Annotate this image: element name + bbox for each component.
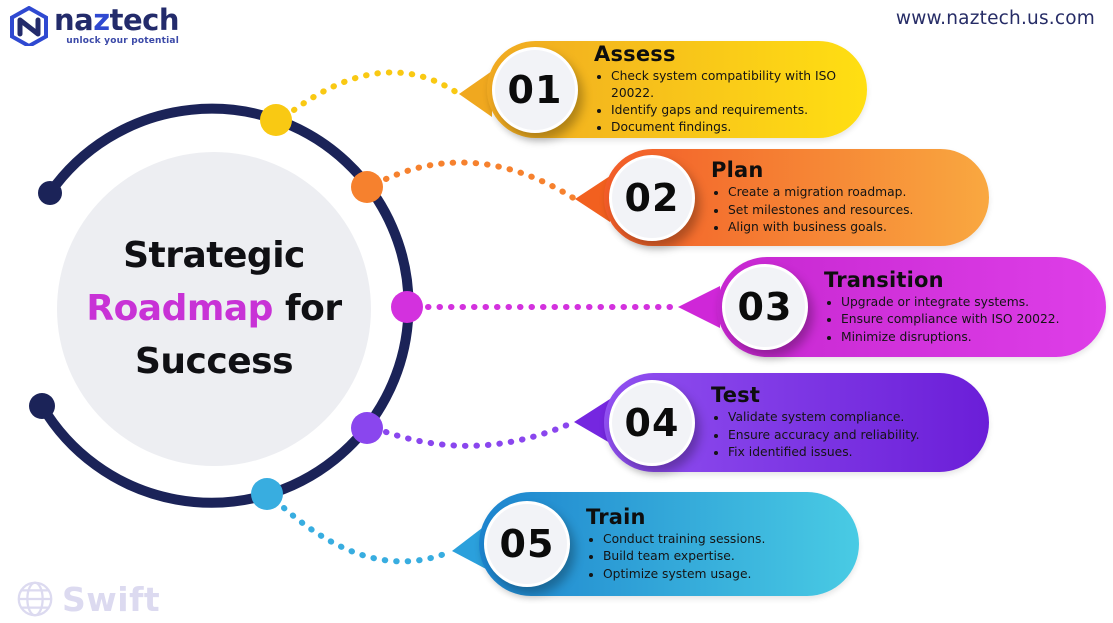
step-number-badge: 03 xyxy=(722,264,808,350)
title-highlight: Roadmap xyxy=(86,287,273,329)
step-bullet-list: Upgrade or integrate systems. Ensure com… xyxy=(824,294,1060,345)
step-1-node-dot xyxy=(260,104,292,136)
brand-name: naztech xyxy=(54,3,179,37)
title-line-2: Roadmap for xyxy=(86,287,342,329)
center-circle xyxy=(57,152,371,466)
step-card-test: 04 Test Validate system compliance. Ensu… xyxy=(604,373,989,472)
step-3-node-dot xyxy=(391,291,423,323)
title-line-1: Strategic xyxy=(123,235,305,276)
step-bullet-list: Create a migration roadmap. Set mileston… xyxy=(711,184,913,235)
step-bullet-list: Validate system compliance. Ensure accur… xyxy=(711,409,919,460)
page-title: Strategic Roadmap for Success xyxy=(44,230,384,389)
title-line-3: Success xyxy=(134,340,294,382)
brand-logo: naztech unlock your potential xyxy=(8,6,179,46)
step-4-node-dot xyxy=(351,412,383,444)
brand-tagline: unlock your potential xyxy=(66,36,179,46)
arc-end-dot-top xyxy=(38,181,62,205)
step-bullet: Minimize disruptions. xyxy=(841,329,1060,345)
step-card-assess: 01 Assess Check system compatibility wit… xyxy=(487,41,867,138)
connector-1-dotted-line xyxy=(291,69,462,113)
step-number: 03 xyxy=(737,285,793,329)
step-number-badge: 02 xyxy=(609,154,695,241)
website-url: www.naztech.us.com xyxy=(895,8,1095,29)
step-bullet: Fix identified issues. xyxy=(728,444,919,460)
step-bullet: Check system compatibility with ISO 2002… xyxy=(611,68,857,101)
step-bullet: Build team expertise. xyxy=(603,548,765,564)
connector-5-arrow-tail xyxy=(452,525,486,569)
step-bullet-list: Conduct training sessions. Build team ex… xyxy=(586,531,765,582)
connector-5-dotted-line xyxy=(281,505,455,565)
step-number-badge: 05 xyxy=(484,501,570,587)
watermark-label: Swift xyxy=(62,579,161,619)
step-number: 01 xyxy=(507,67,563,112)
step-bullet: Identify gaps and requirements. xyxy=(611,102,857,118)
step-bullet: Validate system compliance. xyxy=(728,409,919,425)
step-title: Assess xyxy=(594,42,676,67)
step-bullet: Optimize system usage. xyxy=(603,566,765,582)
connector-3-arrow-tail xyxy=(678,286,720,328)
step-title: Plan xyxy=(711,158,764,183)
brand-name-z: z xyxy=(93,3,110,37)
step-number: 05 xyxy=(499,522,555,566)
step-bullet: Set milestones and resources. xyxy=(728,202,913,218)
connector-1-arrow-tail xyxy=(459,71,492,117)
connector-4-dotted-line xyxy=(383,419,577,449)
globe-icon xyxy=(17,581,53,617)
step-2-node-dot xyxy=(351,171,383,203)
step-card-transition: 03 Transition Upgrade or integrate syste… xyxy=(717,257,1106,357)
step-number-badge: 04 xyxy=(609,379,695,466)
step-bullet: Document findings. xyxy=(611,119,857,135)
step-card-plan: 02 Plan Create a migration roadmap. Set … xyxy=(604,149,989,246)
step-title: Transition xyxy=(824,267,944,292)
connector-4-arrow-tail xyxy=(574,399,610,443)
step-bullet-list: Check system compatibility with ISO 2002… xyxy=(594,68,857,135)
step-title: Test xyxy=(711,383,761,408)
step-bullet: Create a migration roadmap. xyxy=(728,184,913,200)
step-bullet: Ensure compliance with ISO 20022. xyxy=(841,311,1060,327)
step-bullet: Align with business goals. xyxy=(728,219,913,235)
step-card-train: 05 Train Conduct training sessions. Buil… xyxy=(479,492,859,596)
step-number-badge: 01 xyxy=(492,46,578,133)
step-title: Train xyxy=(586,504,646,529)
arc-end-dot-bottom xyxy=(29,393,55,419)
swift-watermark: Swift xyxy=(14,578,160,620)
step-bullet: Upgrade or integrate systems. xyxy=(841,294,1060,310)
step-bullet: Conduct training sessions. xyxy=(603,531,765,547)
step-bullet: Ensure accuracy and reliability. xyxy=(728,427,919,443)
step-number: 02 xyxy=(624,175,680,220)
naztech-logo-icon xyxy=(10,6,48,46)
step-5-node-dot xyxy=(251,478,283,510)
connector-2-arrow-tail xyxy=(575,176,610,222)
step-number: 04 xyxy=(624,400,680,445)
connector-2-dotted-line xyxy=(383,159,578,202)
